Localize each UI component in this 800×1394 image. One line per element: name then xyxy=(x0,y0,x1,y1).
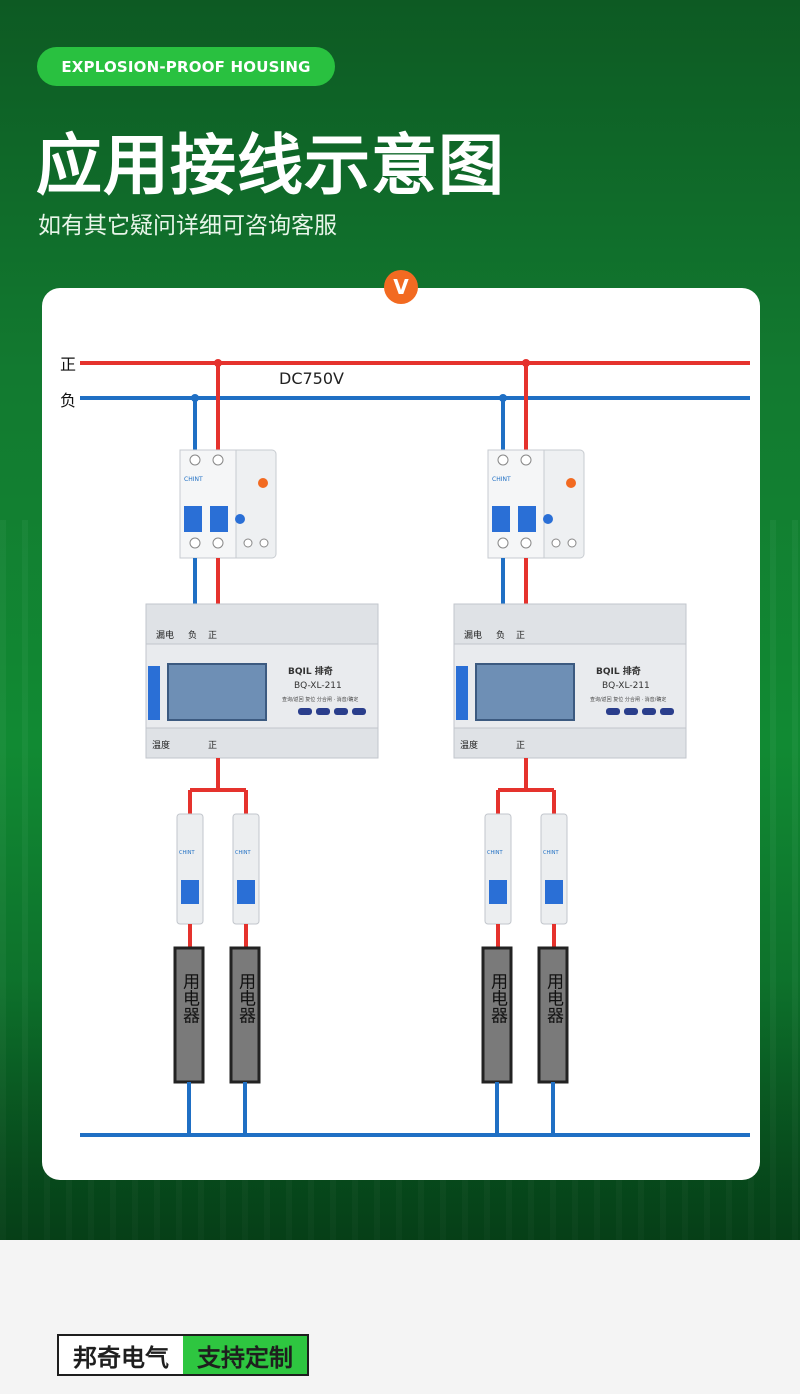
svg-text:BQIL 排奇: BQIL 排奇 xyxy=(596,665,641,677)
svg-text:BQIL 排奇: BQIL 排奇 xyxy=(288,665,333,677)
footer-tag: 邦奇电气 支持定制 xyxy=(57,1334,309,1376)
svg-text:CHINT: CHINT xyxy=(235,850,251,856)
mini-breaker: CHINT xyxy=(232,813,260,925)
page-subtitle: 如有其它疑问详细可咨询客服 xyxy=(38,213,337,239)
wiring-diagram: 正 负 DC750V CHINT xyxy=(60,355,750,1137)
mini-breaker: CHINT xyxy=(484,813,512,925)
brand-name: 邦奇电气 xyxy=(59,1336,183,1374)
svg-text:正: 正 xyxy=(516,741,525,751)
svg-text:正: 正 xyxy=(516,631,525,641)
svg-text:负: 负 xyxy=(496,629,505,641)
load-device: 用电器 xyxy=(481,946,513,1084)
svg-text:正: 正 xyxy=(208,631,217,641)
svg-text:查询/返回 复位 分合闸 · 消音/确定: 查询/返回 复位 分合闸 · 消音/确定 xyxy=(590,696,666,703)
svg-text:正: 正 xyxy=(208,741,217,751)
energy-meter: 漏电 负 正 BQIL 排奇 BQ-XL-211 查询/返回 复位 分合闸 · … xyxy=(145,603,379,759)
load-device: 用电器 xyxy=(229,946,261,1084)
svg-text:查询/返回 复位 分合闸 · 消音/确定: 查询/返回 复位 分合闸 · 消音/确定 xyxy=(282,696,358,703)
svg-text:漏电: 漏电 xyxy=(156,629,174,641)
rcd-breaker: CHINT xyxy=(487,449,585,559)
energy-meter: 漏电 负 正 BQIL 排奇 BQ-XL-211 查询/返回 复位 分合闸 · … xyxy=(453,603,687,759)
svg-text:用电器: 用电器 xyxy=(235,973,256,1024)
svg-text:CHINT: CHINT xyxy=(179,850,195,856)
mini-breaker: CHINT xyxy=(540,813,568,925)
negative-label: 负 xyxy=(60,391,76,410)
svg-text:用电器: 用电器 xyxy=(487,973,508,1024)
svg-text:BQ-XL-211: BQ-XL-211 xyxy=(602,681,650,691)
svg-text:温度: 温度 xyxy=(460,739,478,751)
svg-text:CHINT: CHINT xyxy=(543,850,559,856)
svg-text:漏电: 漏电 xyxy=(464,629,482,641)
unit-left: CHINT 漏电 负 正 BQIL 排奇 BQ-XL-211 查询/返回 复位 … xyxy=(145,359,379,1135)
chevron-down-icon: V xyxy=(384,270,418,304)
page-title: 应用接线示意图 xyxy=(36,127,505,204)
svg-text:BQ-XL-211: BQ-XL-211 xyxy=(294,681,342,691)
load-device: 用电器 xyxy=(173,946,205,1084)
svg-text:CHINT: CHINT xyxy=(487,850,503,856)
unit-right: CHINT 漏电 负 正 BQIL 排奇 BQ-XL-211 查询/返回 复位 … xyxy=(453,359,687,1135)
svg-text:温度: 温度 xyxy=(152,739,170,751)
custom-tag: 支持定制 xyxy=(183,1336,307,1374)
rcd-breaker: CHINT xyxy=(179,449,277,559)
svg-text:CHINT: CHINT xyxy=(492,476,511,483)
mini-breaker: CHINT xyxy=(176,813,204,925)
category-pill: EXPLOSION-PROOF HOUSING xyxy=(37,47,335,86)
svg-text:用电器: 用电器 xyxy=(179,973,200,1024)
svg-text:CHINT: CHINT xyxy=(184,476,203,483)
load-device: 用电器 xyxy=(537,946,569,1084)
svg-text:用电器: 用电器 xyxy=(543,973,564,1024)
voltage-label: DC750V xyxy=(279,369,344,388)
svg-text:负: 负 xyxy=(188,629,197,641)
positive-label: 正 xyxy=(60,355,76,374)
